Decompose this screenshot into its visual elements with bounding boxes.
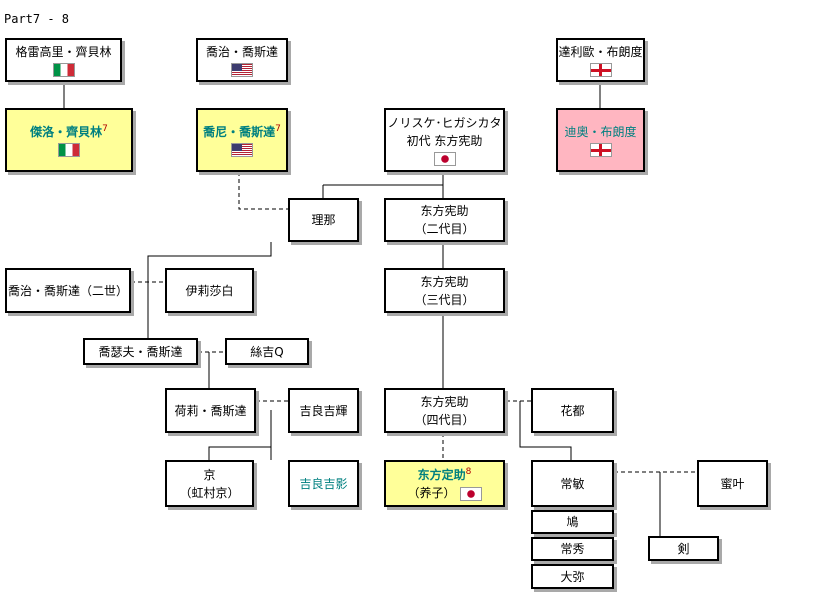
person-name: 吉良吉影 <box>299 476 348 491</box>
person-joshu-2[interactable]: 常秀 <box>531 537 614 561</box>
person-diego-brando[interactable]: 迪奧・布朗度 <box>556 108 645 172</box>
part-number: 8 <box>465 466 472 477</box>
person-josuke-higashikata[interactable]: 东方定助8 （养子） <box>384 460 505 507</box>
person-name: 喬治・喬斯達（二世） <box>7 283 128 298</box>
person-generation: （二代目） <box>414 222 475 236</box>
person-gregorio-zeppeli[interactable]: 格雷高里・齊貝林 <box>5 38 122 82</box>
person-generation: （三代目） <box>414 292 475 307</box>
person-alias: （虹村京） <box>179 485 240 500</box>
line-norisuke4-children <box>519 401 572 460</box>
person-holy-joestar[interactable]: 荷莉・喬斯達 <box>165 388 256 433</box>
person-name: 理那 <box>311 213 336 227</box>
person-name: 格雷高里・齊貝林 <box>15 45 112 59</box>
person-name: 吉良吉輝 <box>299 403 348 418</box>
person-name: 喬尼・喬斯達 <box>203 125 276 139</box>
person-name: 常秀 <box>560 542 585 556</box>
japan-flag-icon <box>459 486 482 501</box>
person-norisuke-higashikata-3[interactable]: 东方宪助 （三代目） <box>384 268 505 313</box>
person-norisuke-higashikata-4[interactable]: 东方宪助 （四代目） <box>384 388 505 433</box>
person-tsurugi-higashikata[interactable]: 剣 <box>648 536 719 561</box>
person-name: 东方宪助 <box>420 394 469 409</box>
person-name: 伊莉莎白 <box>185 283 234 298</box>
person-name: 達利歐・布朗度 <box>558 45 643 59</box>
person-joshu-higashikata[interactable]: 常敏 <box>531 460 614 507</box>
line-norisuke1-rina-branch <box>322 172 444 198</box>
person-name: 京 <box>203 467 216 482</box>
person-rina[interactable]: 理那 <box>288 198 359 242</box>
person-name: 剣 <box>677 541 690 556</box>
england-flag-icon <box>589 63 612 77</box>
person-suzi-q[interactable]: 絲吉Q <box>225 338 309 365</box>
part-number: 7 <box>275 124 281 134</box>
person-kira-yoshiteru[interactable]: 吉良吉輝 <box>288 388 359 433</box>
person-kato[interactable]: 花都 <box>531 388 614 433</box>
person-name: 絲吉Q <box>250 344 284 359</box>
person-name: 常敏 <box>560 476 585 491</box>
person-name: 蜜叶 <box>720 476 745 491</box>
person-generation: （四代目） <box>414 412 475 427</box>
person-adoption: （养子） <box>407 485 456 500</box>
usa-flag-icon <box>231 63 253 77</box>
japan-flag-icon <box>433 152 456 166</box>
person-name: 喬瑟夫・喬斯達 <box>98 344 183 359</box>
person-kyo-nijimura[interactable]: 京 （虹村京） <box>165 460 254 507</box>
person-kira-yoshikage[interactable]: 吉良吉影 <box>288 460 359 507</box>
person-name-kana: ノリスケ･ヒガシカタ <box>387 116 502 130</box>
person-norisuke-higashikata-1[interactable]: ノリスケ･ヒガシカタ 初代 东方宪助 <box>384 108 505 172</box>
person-name: 鳩 <box>566 515 579 529</box>
person-name: 喬治・喬斯達 <box>205 45 278 59</box>
person-name: 东方宪助 <box>420 274 469 289</box>
part-number: 7 <box>102 124 108 134</box>
person-norisuke-higashikata-2[interactable]: 东方宪助 （二代目） <box>384 198 505 242</box>
usa-flag-icon <box>231 143 253 157</box>
person-name: 荷莉・喬斯達 <box>174 403 247 418</box>
person-name: 傑洛・齊貝林 <box>30 125 103 139</box>
person-elizabeth[interactable]: 伊莉莎白 <box>165 268 254 313</box>
person-gyro-zeppeli[interactable]: 傑洛・齊貝林7 <box>5 108 133 172</box>
person-name: 大弥 <box>560 569 585 584</box>
person-name: 东方定助 <box>417 467 466 482</box>
person-dario-brando[interactable]: 達利歐・布朗度 <box>556 38 645 82</box>
person-george-joestar[interactable]: 喬治・喬斯達 <box>196 38 288 82</box>
person-joseph-joestar[interactable]: 喬瑟夫・喬斯達 <box>83 338 198 365</box>
person-george-joestar-ii[interactable]: 喬治・喬斯達（二世） <box>5 268 131 313</box>
dash-johnny-rina <box>238 172 288 210</box>
person-johnny-joestar[interactable]: 喬尼・喬斯達7 <box>196 108 288 172</box>
person-name: 迪奧・布朗度 <box>564 125 637 139</box>
person-name: 初代 东方宪助 <box>406 134 483 148</box>
person-daiya-higashikata[interactable]: 大弥 <box>531 564 614 589</box>
italy-flag-icon <box>58 143 80 157</box>
line-rina-george2 <box>147 242 272 338</box>
line-holy-children <box>208 410 272 460</box>
person-name: 东方宪助 <box>420 204 469 218</box>
person-hato-higashikata[interactable]: 鳩 <box>531 510 614 534</box>
england-flag-icon <box>589 143 612 157</box>
person-mitsuba[interactable]: 蜜叶 <box>697 460 768 507</box>
diagram-caption: Part7 - 8 <box>4 12 70 26</box>
italy-flag-icon <box>52 63 75 77</box>
person-name: 花都 <box>560 403 585 418</box>
